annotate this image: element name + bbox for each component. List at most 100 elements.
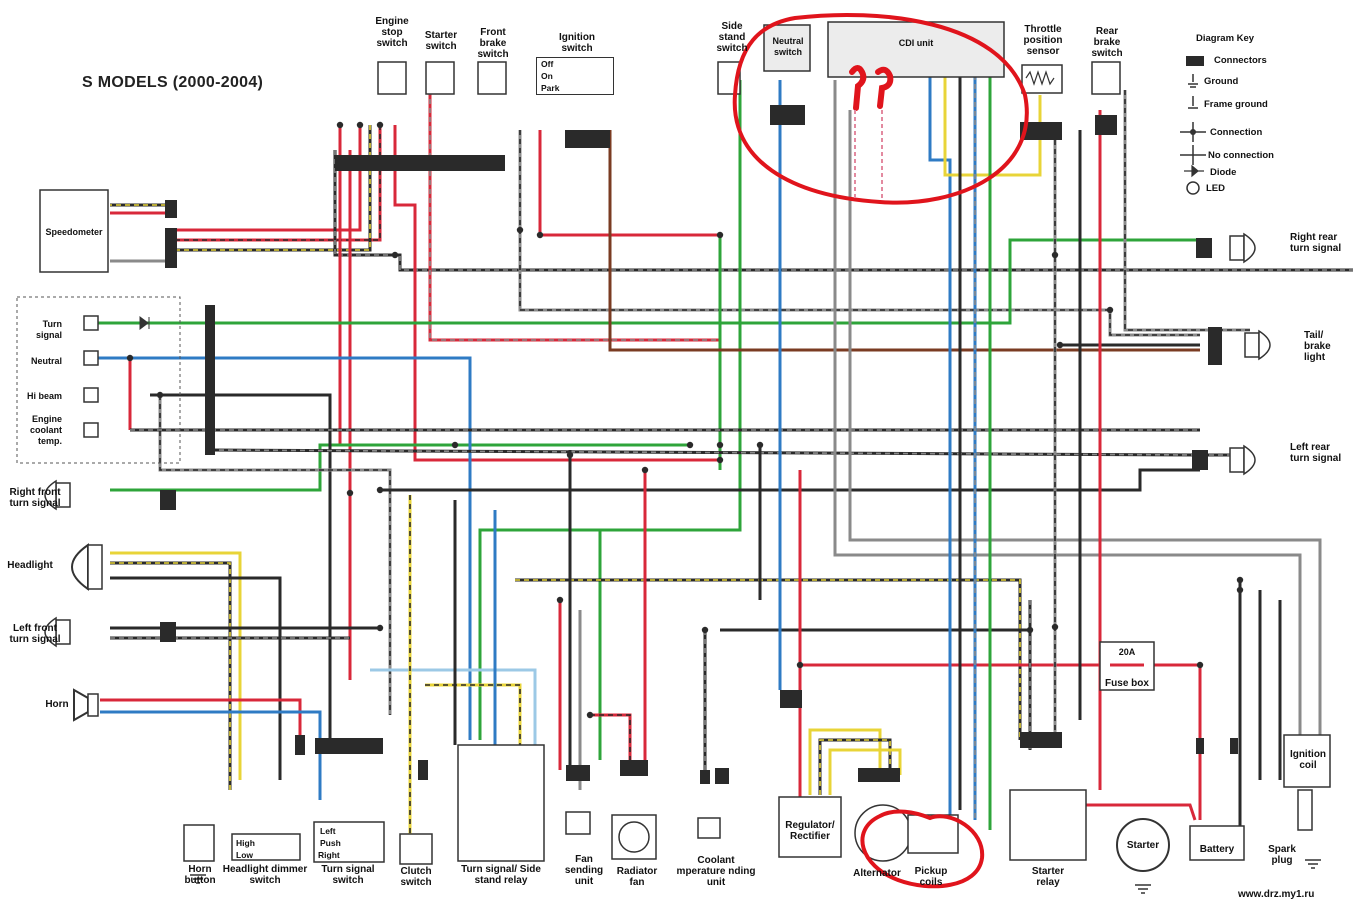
green-wire: [478, 80, 742, 740]
connection-dot: [756, 441, 764, 449]
connector: [620, 760, 648, 776]
connector: [160, 622, 176, 642]
speedometer-body: [39, 189, 109, 273]
horn-button-body: [183, 824, 215, 862]
coolant-temp-unit-body: [697, 817, 721, 839]
connector: [160, 490, 176, 510]
diagram-title: S MODELS (2000-2004): [82, 74, 264, 91]
red-wire: [100, 698, 302, 745]
connection-dot: [686, 441, 694, 449]
tps-resistor: [1025, 70, 1055, 86]
connector: [1095, 115, 1117, 135]
right-rear-turn-signal-socket: [1229, 235, 1245, 261]
hi-beam-bulb: [83, 387, 99, 403]
headlight-label: Headlight: [7, 560, 53, 571]
connection-dot: [701, 626, 709, 634]
connection-dot: [1236, 576, 1244, 584]
starter-switch-label: Starter switch: [424, 30, 458, 52]
key-ground-symbol: [1188, 74, 1198, 88]
key-ground: Ground: [1204, 76, 1239, 87]
fan-sending-unit-body: [565, 811, 591, 835]
throttle-position-sensor-label: Throttle position sensor: [1023, 24, 1063, 57]
watermark: www.drz.my1.ru: [1238, 889, 1315, 900]
red-wire: [393, 125, 720, 462]
connector: [700, 770, 710, 784]
blue-wire: [928, 75, 952, 820]
regulator-rectifier-body: [778, 796, 842, 858]
key-frame-ground-symbol: [1188, 96, 1198, 109]
ts-left-label: Left: [320, 826, 336, 836]
throttle-position-sensor-body: [1021, 64, 1063, 94]
connector: [295, 735, 305, 755]
connector: [780, 690, 802, 708]
connection-dot: [391, 251, 399, 259]
annotation-layer: [732, 12, 1029, 889]
coolant-temp-indicator-label: Engine coolant temp.: [29, 414, 62, 446]
key-frame-ground: Frame ground: [1204, 99, 1268, 110]
connection-dot: [451, 441, 459, 449]
starter-motor-body: [1116, 818, 1170, 872]
connector: [1230, 738, 1238, 754]
connection-dot: [336, 121, 344, 129]
connector: [1020, 122, 1062, 140]
connector: [1196, 238, 1212, 258]
blue-wire: [100, 710, 322, 800]
black-yellow-tracer: [819, 739, 891, 795]
red-black-tracer: [590, 714, 631, 765]
spark-plug-body: [1297, 789, 1313, 831]
key-diode-symbol: [1184, 164, 1204, 178]
neutral-indicator-label: Neutral: [30, 356, 62, 366]
radiator-fan-label: Radiator fan: [616, 866, 658, 888]
key-title: Diagram Key: [1196, 33, 1255, 44]
annotation-circle-pickup: [860, 809, 985, 889]
left-rear-turn-signal-lens: [1243, 444, 1256, 476]
lightblue-wire: [370, 668, 537, 745]
regulator-rectifier-label: Regulator/ Rectifier: [785, 820, 835, 842]
ground-symbol: [1305, 859, 1321, 869]
battery-label: Battery: [1199, 844, 1235, 855]
ignition-coil-label: Ignition coil: [1289, 749, 1327, 771]
connector: [1208, 327, 1222, 365]
dimmer-low-label: Low: [236, 850, 253, 860]
right-front-turn-signal-lens: [44, 479, 57, 511]
connection-dot: [716, 441, 724, 449]
connection-dot: [376, 486, 384, 494]
gray-black-tracer: [159, 395, 391, 715]
annotation-circle-cdi: [732, 12, 1029, 205]
green-wire: [110, 443, 690, 492]
connection-dot: [346, 489, 354, 497]
ignition-switch-table: [536, 57, 614, 95]
neutral-bulb: [83, 350, 99, 366]
turn-signal-indicator-label: Turn signal: [35, 319, 62, 340]
black-yellow-tracer: [175, 125, 371, 251]
connector: [565, 130, 610, 148]
connection-dot: [126, 354, 134, 362]
connection-dot: [1236, 586, 1244, 594]
key-no-connection-symbol: [1180, 145, 1206, 165]
connection-dot: [796, 661, 804, 669]
neutral-switch-body: [763, 24, 811, 72]
annotation-pickup-leads: [854, 110, 883, 200]
connection-dot: [716, 231, 724, 239]
tail-brake-light-socket: [1244, 332, 1260, 358]
connector: [858, 768, 900, 782]
brown-wire: [608, 130, 1200, 352]
connection-dot: [586, 711, 594, 719]
green-wire: [90, 238, 1200, 325]
turn-signal-switch-label: Turn signal switch: [321, 864, 375, 886]
dimmer-high-label: High: [236, 838, 255, 848]
coolant-temp-bulb: [83, 422, 99, 438]
turn-signal-bulb: [83, 315, 99, 331]
horn-back: [87, 693, 99, 717]
yellow-wire: [808, 728, 882, 795]
connector: [1196, 738, 1204, 754]
connector: [418, 760, 428, 780]
ignition-switch-label: Ignition switch: [558, 32, 596, 54]
headlight-dimmer-switch-body: [231, 833, 301, 861]
starter-relay-label: Starter relay: [1031, 866, 1065, 888]
connector: [1020, 732, 1062, 748]
ignition-on-label: On: [541, 71, 553, 81]
hi-beam-indicator-label: Hi beam: [26, 391, 62, 401]
fuse-box-label: Fuse box: [1105, 678, 1149, 689]
connection-dot: [1026, 626, 1034, 634]
